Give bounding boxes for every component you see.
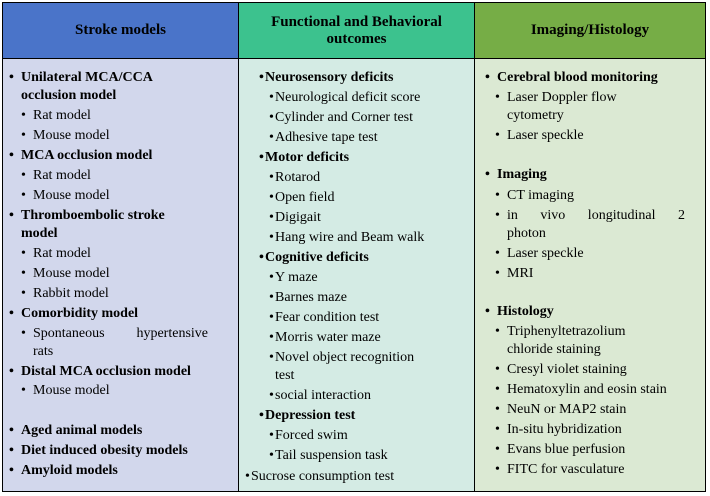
comparison-table: Stroke models •Unilateral MCA/CCA occlus… bbox=[2, 2, 706, 492]
imaging-list: •Cerebral blood monitoring •Laser Dopple… bbox=[475, 59, 705, 491]
imaging-header: Imaging/Histology bbox=[475, 3, 705, 59]
stroke-models-header: Stroke models bbox=[3, 3, 238, 59]
stroke-models-list: •Unilateral MCA/CCA occlusion model •Rat… bbox=[3, 59, 238, 491]
imaging-column: Imaging/Histology •Cerebral blood monito… bbox=[474, 3, 705, 491]
functional-header: Functional and Behavioral outcomes bbox=[239, 3, 474, 59]
stroke-models-column: Stroke models •Unilateral MCA/CCA occlus… bbox=[3, 3, 238, 491]
functional-list: •Neurosensory deficits •Neurological def… bbox=[239, 59, 474, 491]
functional-column: Functional and Behavioral outcomes •Neur… bbox=[238, 3, 474, 491]
